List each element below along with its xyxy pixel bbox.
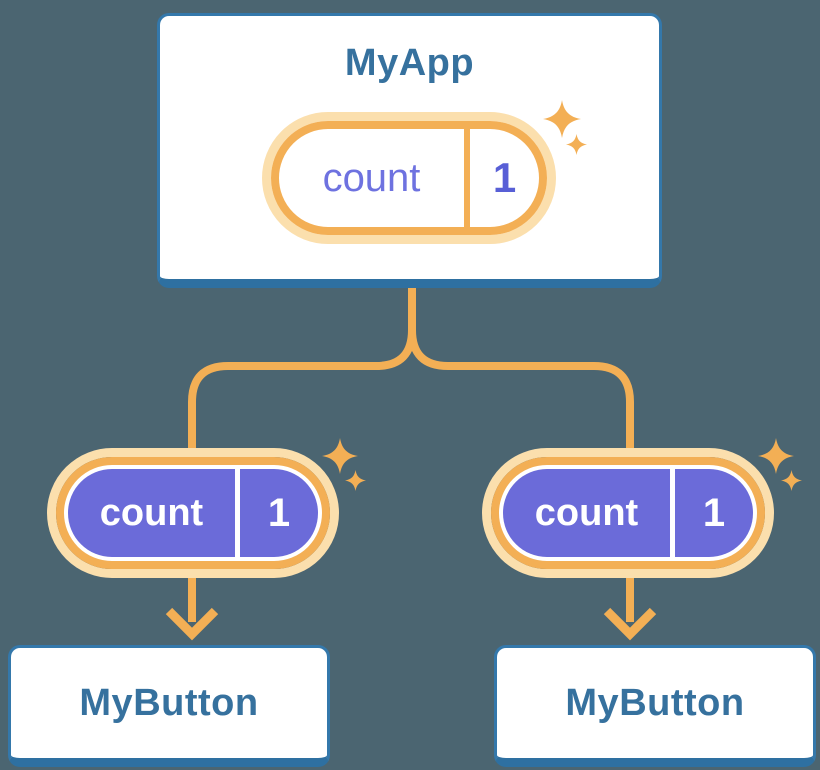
mybutton-card-right: MyButton bbox=[494, 645, 816, 767]
myapp-state-pill: count 1 bbox=[262, 112, 556, 244]
prop-value: 1 bbox=[240, 469, 318, 557]
prop-pill-right: count 1 bbox=[482, 448, 774, 578]
myapp-title: MyApp bbox=[344, 42, 475, 84]
pill-divider bbox=[464, 129, 470, 227]
sparkle-large-icon bbox=[758, 438, 794, 474]
sparkle-small-icon bbox=[566, 134, 587, 155]
state-pill-ring: count 1 bbox=[271, 121, 547, 235]
sparkle-large-icon bbox=[543, 100, 581, 138]
prop-pill-ring: count 1 bbox=[56, 457, 330, 569]
prop-pill-left: count 1 bbox=[47, 448, 339, 578]
branch-line-right bbox=[408, 286, 634, 622]
myapp-card: MyApp count 1 bbox=[157, 13, 662, 288]
prop-value: 1 bbox=[675, 469, 753, 557]
mybutton-title: MyButton bbox=[565, 681, 745, 724]
sparkle-small-icon bbox=[345, 470, 366, 491]
sparkle-small-icon bbox=[781, 470, 802, 491]
arrowhead-right-icon bbox=[603, 607, 657, 641]
sparkle-large-icon bbox=[322, 438, 358, 474]
prop-name: count bbox=[503, 469, 670, 557]
arrowhead-left-icon bbox=[165, 607, 219, 641]
prop-pill-ring: count 1 bbox=[491, 457, 765, 569]
state-name: count bbox=[322, 155, 421, 200]
mybutton-title: MyButton bbox=[79, 681, 259, 724]
mybutton-card-left: MyButton bbox=[8, 645, 330, 767]
prop-name: count bbox=[68, 469, 235, 557]
state-value: 1 bbox=[492, 154, 517, 201]
